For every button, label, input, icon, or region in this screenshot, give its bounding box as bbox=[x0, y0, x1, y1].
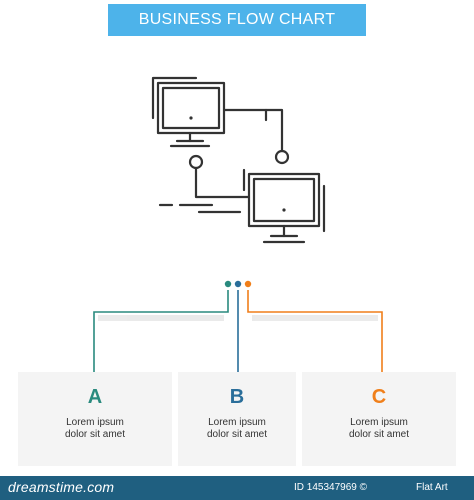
monitor-top-inner bbox=[161, 86, 221, 130]
step-panel-a: A Lorem ipsum dolor sit amet bbox=[18, 372, 172, 466]
footer-brand: dreamstime.com bbox=[8, 479, 115, 495]
footer-bar: dreamstime.com ID 145347969 © Flat Art bbox=[0, 476, 474, 500]
connector-line-a bbox=[93, 290, 229, 378]
footer-artist: Flat Art bbox=[416, 482, 448, 493]
step-letter-a: A bbox=[87, 386, 103, 408]
title-banner: BUSINESS FLOW CHART bbox=[108, 4, 366, 36]
step-letter-c: C bbox=[371, 386, 387, 408]
footer-id: ID 145347969 © bbox=[294, 482, 367, 493]
connector-line-c bbox=[247, 290, 383, 378]
step-panel-c: C Lorem ipsum dolor sit amet bbox=[302, 372, 456, 466]
connector-dot-a bbox=[224, 280, 232, 288]
connector-dot-b bbox=[234, 280, 242, 288]
step-text-b: Lorem ipsum dolor sit amet bbox=[206, 417, 268, 440]
step-panel-b: B Lorem ipsum dolor sit amet bbox=[178, 372, 296, 466]
step-text-a: Lorem ipsum dolor sit amet bbox=[64, 417, 126, 440]
monitor-top-accent bbox=[151, 76, 198, 120]
monitor-bottom-inner bbox=[252, 177, 316, 223]
computer-network-icon bbox=[151, 76, 326, 244]
page-title: BUSINESS FLOW CHART bbox=[138, 11, 336, 28]
step-letter-b: B bbox=[229, 386, 245, 408]
connector-dot-c bbox=[244, 280, 252, 288]
step-text-c: Lorem ipsum dolor sit amet bbox=[348, 417, 410, 440]
flow-connectors bbox=[93, 280, 383, 378]
connector-node-right bbox=[274, 149, 290, 165]
